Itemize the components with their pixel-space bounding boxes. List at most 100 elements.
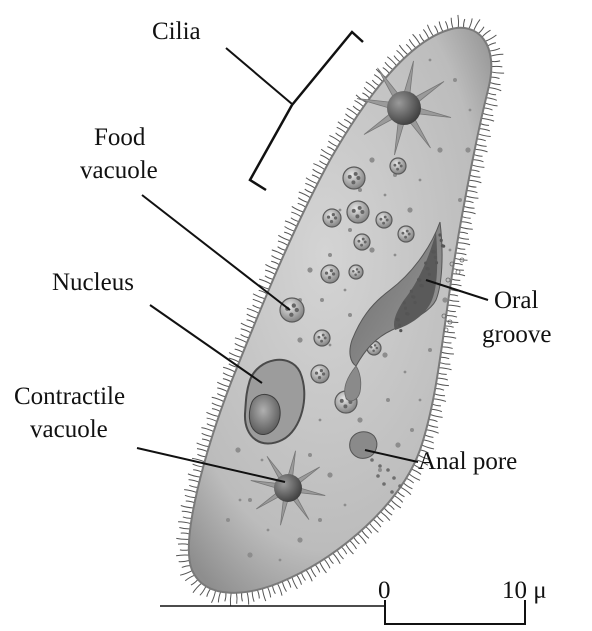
cilium (491, 61, 500, 62)
cilium (278, 247, 286, 251)
cilium (272, 585, 275, 594)
cilium (253, 299, 263, 303)
cilium (313, 169, 323, 174)
cilium (180, 571, 192, 576)
cilium (291, 212, 301, 217)
cilium (406, 44, 412, 51)
cilium (253, 305, 261, 308)
cilium (183, 517, 192, 518)
cilium (267, 587, 270, 598)
cilium (341, 547, 346, 554)
cilium (487, 93, 496, 95)
cilium (179, 527, 190, 528)
cilium (468, 185, 477, 187)
label-oral-groove-line2: groove (482, 321, 551, 348)
cilium (488, 43, 496, 46)
cilium (475, 149, 488, 152)
cilium (191, 579, 198, 585)
cilium (284, 232, 292, 236)
cilium (456, 248, 465, 249)
cilium (313, 164, 324, 170)
cilium (200, 586, 206, 595)
cilium (181, 506, 194, 508)
cilium (197, 449, 208, 452)
cilium (442, 347, 453, 349)
cilium (247, 320, 255, 323)
cilium (225, 592, 226, 601)
cilium (247, 314, 257, 318)
cilium (230, 593, 231, 606)
cilium (217, 382, 229, 387)
cilium (489, 48, 500, 51)
cilium (364, 87, 373, 94)
label-cilia: Cilia (152, 18, 201, 45)
label-contractile-vacuole-line2: vacuole (30, 416, 108, 443)
cilium (306, 178, 318, 184)
cilium (446, 316, 457, 318)
cilium (305, 183, 315, 188)
cilium (448, 305, 461, 307)
cilium (403, 483, 412, 489)
cilium (292, 577, 298, 589)
cilium (473, 160, 484, 162)
cilium (426, 430, 439, 433)
cilium (320, 562, 327, 573)
cilium (271, 261, 279, 265)
cilium (436, 383, 449, 385)
cilium (459, 232, 468, 234)
cilium (346, 544, 354, 554)
cilium (298, 203, 306, 207)
cilium (440, 357, 449, 358)
cilium (430, 414, 443, 417)
cilium (241, 334, 249, 337)
cilium (433, 399, 446, 402)
cilium (189, 480, 200, 483)
cilium (292, 206, 304, 212)
label-oral-groove-line1: Oral (494, 287, 538, 314)
cilium (328, 141, 337, 147)
cilium (476, 144, 487, 146)
cilium (439, 363, 450, 365)
cilium (353, 106, 360, 111)
food-vacuole (376, 212, 392, 228)
cilium (354, 537, 360, 544)
cilium (235, 349, 243, 352)
cilium (458, 237, 469, 239)
cilium (387, 504, 394, 510)
cilium (451, 18, 453, 29)
cilium (490, 54, 503, 56)
label-food-vacuole-line1: Food (94, 124, 146, 151)
cilium (434, 26, 438, 34)
cilium (282, 581, 286, 591)
cilium (491, 72, 504, 73)
cilium (485, 35, 496, 41)
cilium (236, 593, 237, 604)
cilium (467, 191, 478, 193)
cilium (463, 211, 476, 213)
cilium (464, 206, 475, 208)
cilium (345, 114, 354, 120)
cilium (447, 310, 456, 311)
cilium (207, 424, 216, 427)
cilium (291, 218, 299, 222)
cilium (482, 30, 491, 37)
cilium (185, 495, 196, 497)
cilium (212, 409, 221, 412)
food-vacuole (323, 209, 341, 227)
cilium (217, 388, 227, 392)
cilium (435, 389, 444, 391)
food-vacuole (390, 158, 406, 174)
cilium (319, 161, 327, 165)
cilium (400, 487, 411, 494)
cilium (479, 129, 490, 131)
cilium (202, 433, 212, 436)
cilium (445, 21, 448, 30)
cilium (470, 175, 481, 177)
cilium (311, 567, 316, 577)
cilium (212, 397, 224, 401)
cilium (247, 308, 259, 313)
food-vacuole (311, 365, 329, 383)
cilium (454, 263, 463, 264)
cilium (299, 192, 311, 198)
cilium (383, 68, 390, 74)
